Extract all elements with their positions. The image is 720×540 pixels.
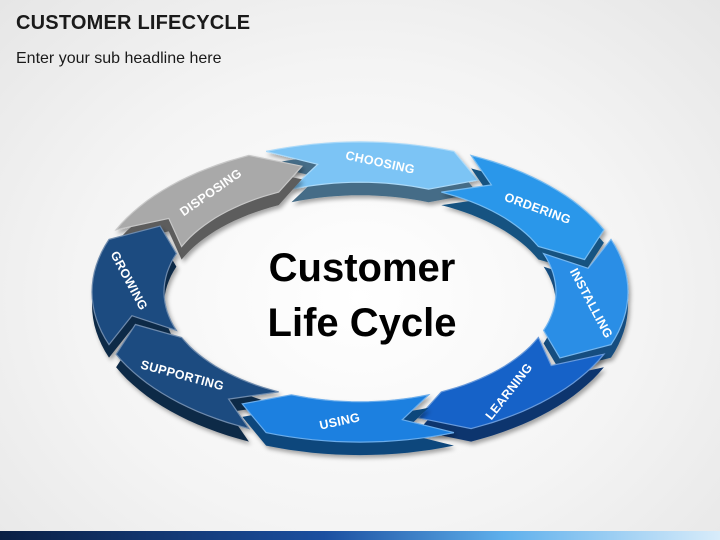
segment-disposing-arrow [114, 154, 304, 248]
segment-ordering-arrow [441, 154, 605, 261]
segment-supporting [115, 323, 279, 442]
segment-growing-arrow [91, 225, 178, 346]
center-title-line2: Life Cycle [268, 301, 457, 345]
segment-installing-arrow [542, 238, 629, 359]
center-title-line1: Customer [269, 246, 456, 290]
segment-growing [91, 225, 178, 358]
slide-title: CUSTOMER LIFECYCLE [16, 12, 251, 34]
segment-supporting-arrow [115, 323, 279, 430]
segment-learning-arrow [416, 336, 606, 430]
segment-ordering [441, 154, 605, 273]
segment-choosing-arrow [265, 141, 479, 191]
segment-using [241, 393, 455, 456]
segment-installing [542, 238, 629, 371]
footer-bar [0, 531, 720, 540]
segment-learning [416, 336, 606, 442]
cycle-segments [91, 141, 629, 456]
segment-choosing [265, 141, 479, 203]
segment-using-arrow [241, 393, 455, 443]
slide-subtitle: Enter your sub headline here [16, 50, 222, 67]
segment-disposing [114, 154, 304, 260]
